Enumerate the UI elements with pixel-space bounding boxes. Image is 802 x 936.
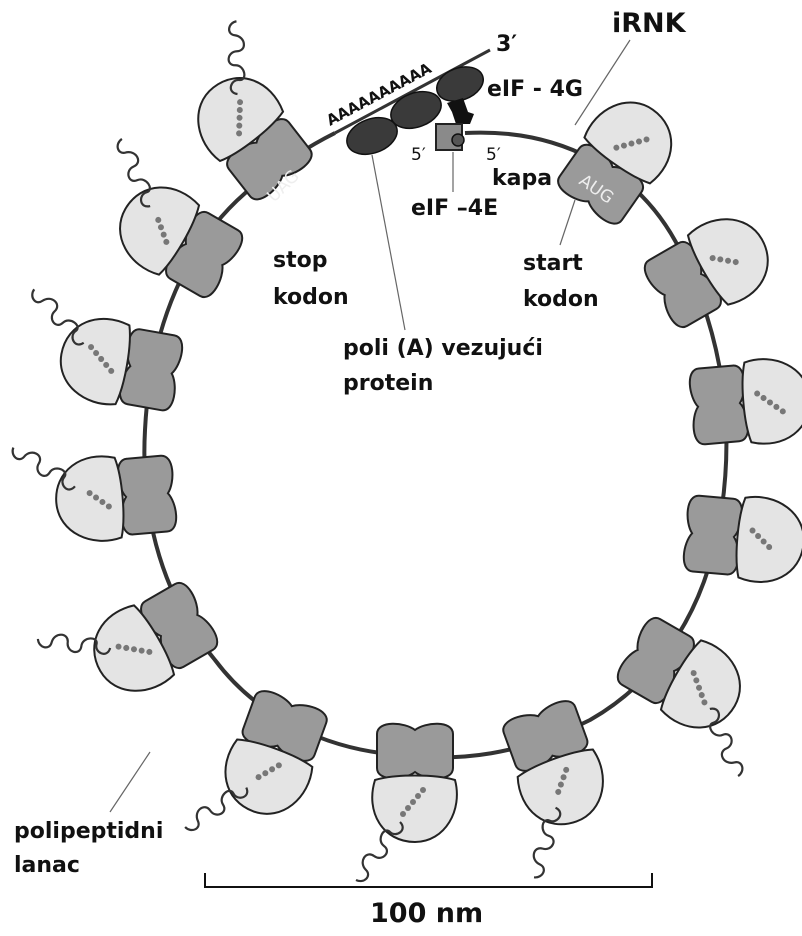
- cap-circle: [452, 134, 464, 146]
- ribosome: [682, 491, 802, 586]
- kapa-label: kapa: [492, 166, 552, 191]
- pabp-label-line2: protein: [343, 371, 433, 396]
- stop-label-line1: stop: [273, 248, 327, 273]
- polypeptide-residue: [415, 793, 421, 799]
- ribosome: [185, 680, 334, 862]
- pabp-leader: [372, 155, 405, 330]
- ribosome-large-subunit: [377, 724, 453, 779]
- start-leader: [560, 200, 575, 245]
- ribosome: [12, 434, 178, 548]
- scale-bar: [205, 873, 652, 887]
- ribosome-large-subunit: [117, 455, 178, 535]
- five-prime-right: 5′: [486, 145, 501, 165]
- chain-label-line2: lanac: [14, 853, 80, 878]
- polypeptide-residue: [410, 799, 416, 805]
- ribosome: [37, 561, 224, 727]
- five-prime-left: 5′: [411, 145, 426, 165]
- ribosome: [638, 203, 783, 335]
- polypeptide-residue: [400, 811, 406, 817]
- three-prime-label: 3′: [496, 32, 517, 57]
- scale-label: 100 nm: [370, 898, 483, 929]
- polypeptide-residue: [420, 787, 426, 793]
- chain-label-line1: polipeptidni: [14, 819, 163, 844]
- eif4g-label: eIF - 4G: [487, 77, 583, 102]
- eif4g-factor: [447, 98, 474, 124]
- irnk-label: iRNK: [612, 8, 687, 39]
- start-label-line1: start: [523, 251, 583, 276]
- ribosome: [16, 289, 188, 416]
- ribosome-large-subunit: [683, 495, 744, 575]
- ribosome: [356, 724, 457, 881]
- ribosome-small-subunit: [734, 495, 802, 585]
- start-label-line2: kodon: [523, 287, 599, 312]
- ribosome: [551, 86, 688, 231]
- ribosome-small-subunit: [53, 455, 127, 545]
- ribosome-large-subunit: [689, 365, 750, 445]
- eif4e-label: eIF –4E: [411, 196, 498, 221]
- ribosome-group: [12, 20, 802, 881]
- ribosome: [688, 355, 802, 450]
- ribosome: [156, 20, 332, 206]
- stop-label-line2: kodon: [273, 285, 349, 310]
- polypeptide-residue: [405, 805, 411, 811]
- pabp-label-line1: poli (A) vezujući: [343, 336, 543, 361]
- ribosome: [481, 696, 630, 878]
- chain-leader: [110, 752, 150, 812]
